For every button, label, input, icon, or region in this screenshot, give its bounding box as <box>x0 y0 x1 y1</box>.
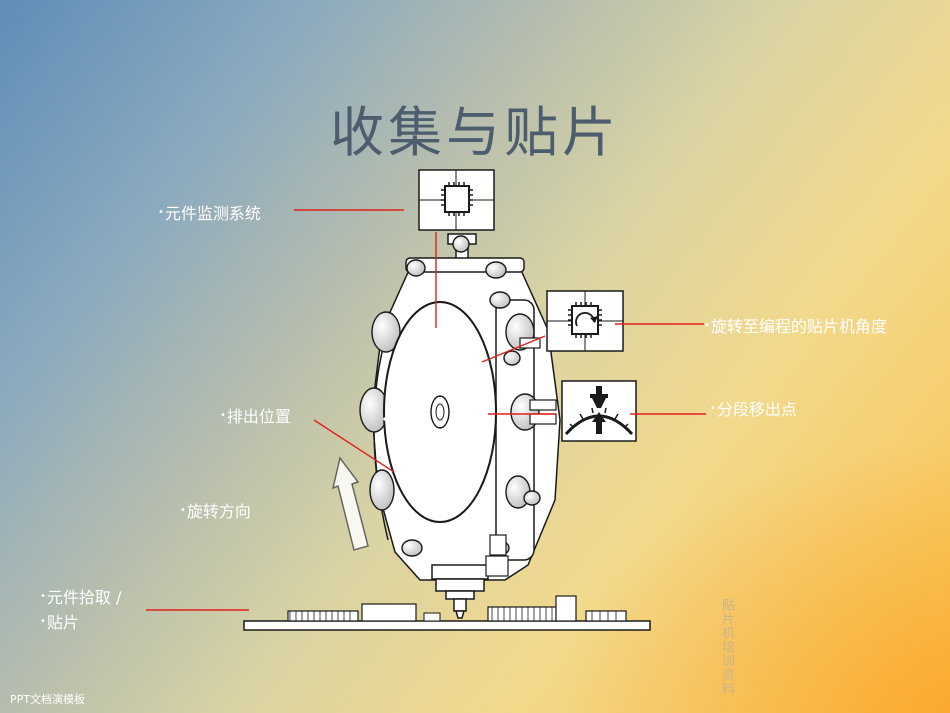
dial-number-3: 3 <box>470 458 481 478</box>
label-rotate-to-angle: •旋转至编程的贴片机角度 <box>704 317 887 336</box>
rotation-arrow-icon <box>331 456 369 551</box>
dial-number-11: 11 <box>400 464 422 484</box>
dial-number-6: 6 <box>456 329 467 349</box>
dial-number-2: 2 <box>456 489 467 509</box>
label-discharge-position: •排出位置 <box>220 407 291 426</box>
footer-template-text: PPT文档演模板 <box>10 693 85 706</box>
dial-number-7: 7 <box>436 315 447 335</box>
dial-numbers: 1 2 3 4 5 6 7 8 9 10 11 12 <box>383 315 490 523</box>
push-out-icon <box>561 380 637 442</box>
dial-number-1: 1 <box>440 503 451 523</box>
dial-number-4: 4 <box>479 410 490 430</box>
dial-number-9: 9 <box>400 348 411 368</box>
label-component-monitor: •元件监测系统 <box>158 204 261 223</box>
dial-number-10: 10 <box>388 410 410 430</box>
label-stepwise-move-out: •分段移出点 <box>710 400 797 419</box>
rotating-chip-icon <box>546 290 624 352</box>
dial-number-8: 8 <box>418 321 429 341</box>
leader-lines <box>146 209 706 611</box>
page-title: 收集与贴片 <box>330 101 620 164</box>
label-pick-place: •元件拾取 / •贴片 <box>40 588 122 632</box>
vertical-watermark-text: 贴片机培训资料 <box>719 598 734 696</box>
side-nozzle-details <box>485 337 557 577</box>
label-rotation-direction: •旋转方向 <box>180 502 251 521</box>
pcb-board <box>243 595 651 631</box>
dial-number-5: 5 <box>469 361 480 381</box>
chip-icon <box>418 169 495 231</box>
dial-number-12: 12 <box>416 491 438 511</box>
